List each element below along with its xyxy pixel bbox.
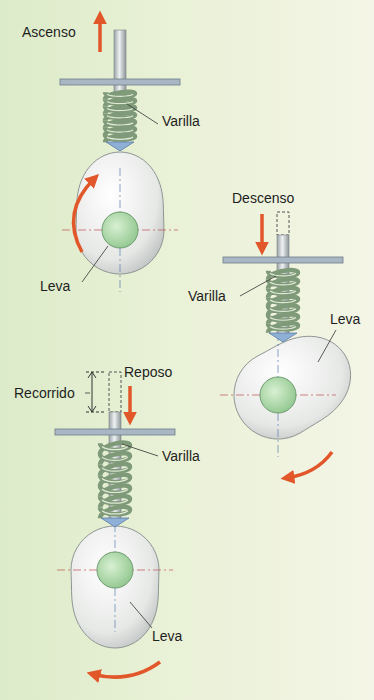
rod-rest-position xyxy=(277,212,289,235)
spring xyxy=(268,270,298,333)
tappet-foot xyxy=(101,518,129,527)
leader-line xyxy=(318,330,336,362)
guide-plate xyxy=(60,79,180,85)
spring xyxy=(105,92,135,142)
camshaft xyxy=(97,552,133,588)
part-label: Recorrido xyxy=(14,385,75,402)
motion-arrow xyxy=(98,16,102,52)
spring xyxy=(100,443,130,519)
part-label: Leva xyxy=(40,278,70,295)
part-label: Ascenso xyxy=(22,24,76,41)
leader-line xyxy=(127,104,158,124)
part-label: Leva xyxy=(152,628,182,645)
part-label: Varilla xyxy=(162,448,200,465)
part-label: Varilla xyxy=(162,113,200,130)
guide-plate xyxy=(223,257,343,263)
part-label: Reposo xyxy=(124,364,172,381)
leader-line xyxy=(82,246,108,282)
leader-line xyxy=(122,444,158,456)
camshaft xyxy=(260,377,296,413)
leader-line xyxy=(240,276,276,296)
stroke-dimension xyxy=(86,372,106,412)
tappet-foot xyxy=(269,333,297,342)
cam-lobe xyxy=(234,336,351,439)
camshaft xyxy=(102,212,138,248)
guide-plate xyxy=(55,429,175,435)
part-label: Varilla xyxy=(188,288,226,305)
rotation-arrow xyxy=(92,662,160,677)
leader-line xyxy=(85,393,90,394)
rod-rest-position xyxy=(109,372,121,412)
motion-arrow xyxy=(128,386,132,420)
part-label: Descenso xyxy=(232,190,294,207)
part-label: Leva xyxy=(330,311,360,328)
rotation-arrow xyxy=(74,178,95,252)
motion-arrow xyxy=(260,214,264,250)
tappet-foot xyxy=(106,142,134,151)
rotation-arrow xyxy=(286,452,332,478)
leader-line xyxy=(130,602,152,628)
